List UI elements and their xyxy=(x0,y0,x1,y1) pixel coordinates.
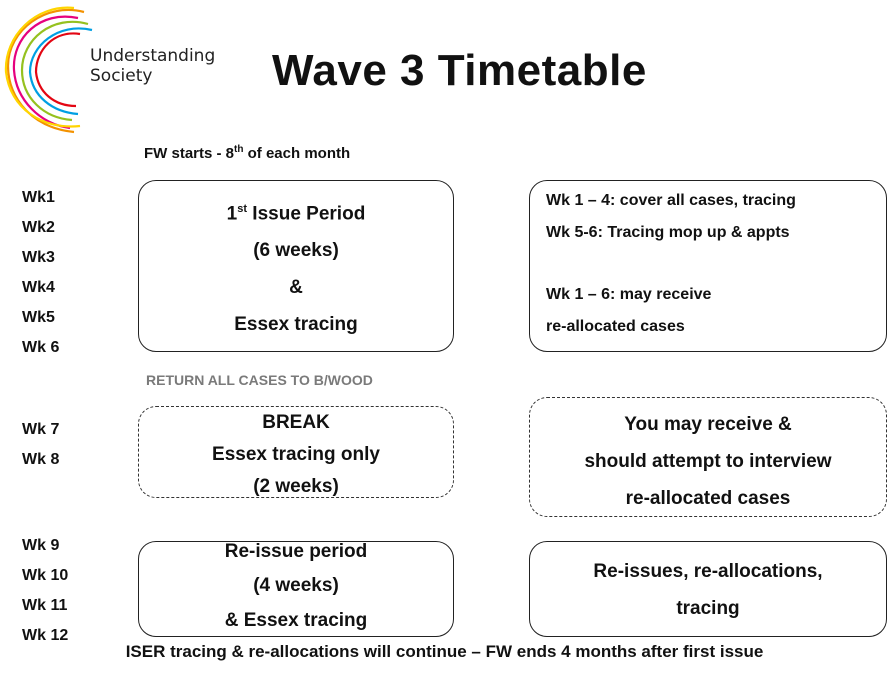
week-label: Wk2 xyxy=(22,219,55,236)
note-line: re-allocated cases xyxy=(546,318,685,335)
reissue-duration: (4 weeks) xyxy=(253,575,339,596)
issue-period-rest: Issue Period xyxy=(247,203,366,225)
issue-period-box: 1st Issue Period (6 weeks) & Essex traci… xyxy=(138,180,454,352)
reissue-period-box: Re-issue period (4 weeks) & Essex tracin… xyxy=(138,541,454,637)
issue-period-title: 1st Issue Period xyxy=(139,191,453,232)
period1-notes-box: Wk 1 – 4: cover all cases, tracing Wk 5-… xyxy=(529,180,887,352)
break-box: BREAK Essex tracing only (2 weeks) xyxy=(138,406,454,498)
week-label: Wk 6 xyxy=(22,339,60,356)
week-label: Wk3 xyxy=(22,249,55,266)
period3-weeks: Wk 9 Wk 10 Wk 11 Wk 12 xyxy=(22,531,68,651)
issue-period-sup: st xyxy=(237,203,248,215)
logo-text-line1: Understanding xyxy=(90,46,216,66)
week-label: Wk 11 xyxy=(22,597,68,614)
issue-period-duration: (6 weeks) xyxy=(253,240,339,262)
week-label: Wk 9 xyxy=(22,537,60,554)
fw-starts-suffix: of each month xyxy=(243,145,351,162)
understanding-society-logo xyxy=(4,6,93,134)
note-line: re-allocated cases xyxy=(625,488,791,509)
fw-starts-sup: th xyxy=(234,144,244,155)
break-title: BREAK xyxy=(262,412,330,433)
week-label: Wk4 xyxy=(22,279,55,296)
note-line: Wk 1 – 4: cover all cases, tracing xyxy=(546,192,796,209)
week-label: Wk1 xyxy=(22,189,55,206)
note-line: should attempt to interview xyxy=(584,451,832,472)
reissue-tracing: & Essex tracing xyxy=(224,610,368,631)
note-line: Wk 1 – 6: may receive xyxy=(546,286,712,303)
fw-starts-prefix: FW starts - 8 xyxy=(144,145,235,162)
week-label: Wk 12 xyxy=(22,627,69,644)
fw-starts-note: FW starts - 8th of each month xyxy=(144,144,350,162)
logo-text: Understanding Society xyxy=(90,46,215,86)
return-cases-label: RETURN ALL CASES TO B/WOOD xyxy=(146,372,373,388)
note-line: Re-issues, re-allocations, xyxy=(593,561,823,582)
week-label: Wk 7 xyxy=(22,421,60,438)
week-label: Wk5 xyxy=(22,309,55,326)
note-line: tracing xyxy=(676,598,740,619)
note-line: Wk 5-6: Tracing mop up & appts xyxy=(546,224,790,241)
period1-weeks: Wk1 Wk2 Wk3 Wk4 Wk5 Wk 6 xyxy=(22,183,59,363)
page-title: Wave 3 Timetable xyxy=(272,46,647,95)
period2-notes-box: You may receive & should attempt to inte… xyxy=(529,397,887,517)
break-duration: (2 weeks) xyxy=(253,476,339,497)
issue-period-ampersand: & xyxy=(289,277,303,299)
week-label: Wk 10 xyxy=(22,567,69,584)
note-line: You may receive & xyxy=(624,414,792,435)
footer-note: ISER tracing & re-allocations will conti… xyxy=(125,642,764,661)
period3-notes-box: Re-issues, re-allocations, tracing xyxy=(529,541,887,637)
logo-text-line2: Society xyxy=(90,66,153,86)
issue-period-tracing: Essex tracing xyxy=(234,314,358,336)
break-tracing: Essex tracing only xyxy=(212,444,380,465)
week-label: Wk 8 xyxy=(22,451,60,468)
reissue-title: Re-issue period xyxy=(224,541,368,562)
issue-period-num: 1 xyxy=(226,203,238,225)
period2-weeks: Wk 7 Wk 8 xyxy=(22,415,59,475)
